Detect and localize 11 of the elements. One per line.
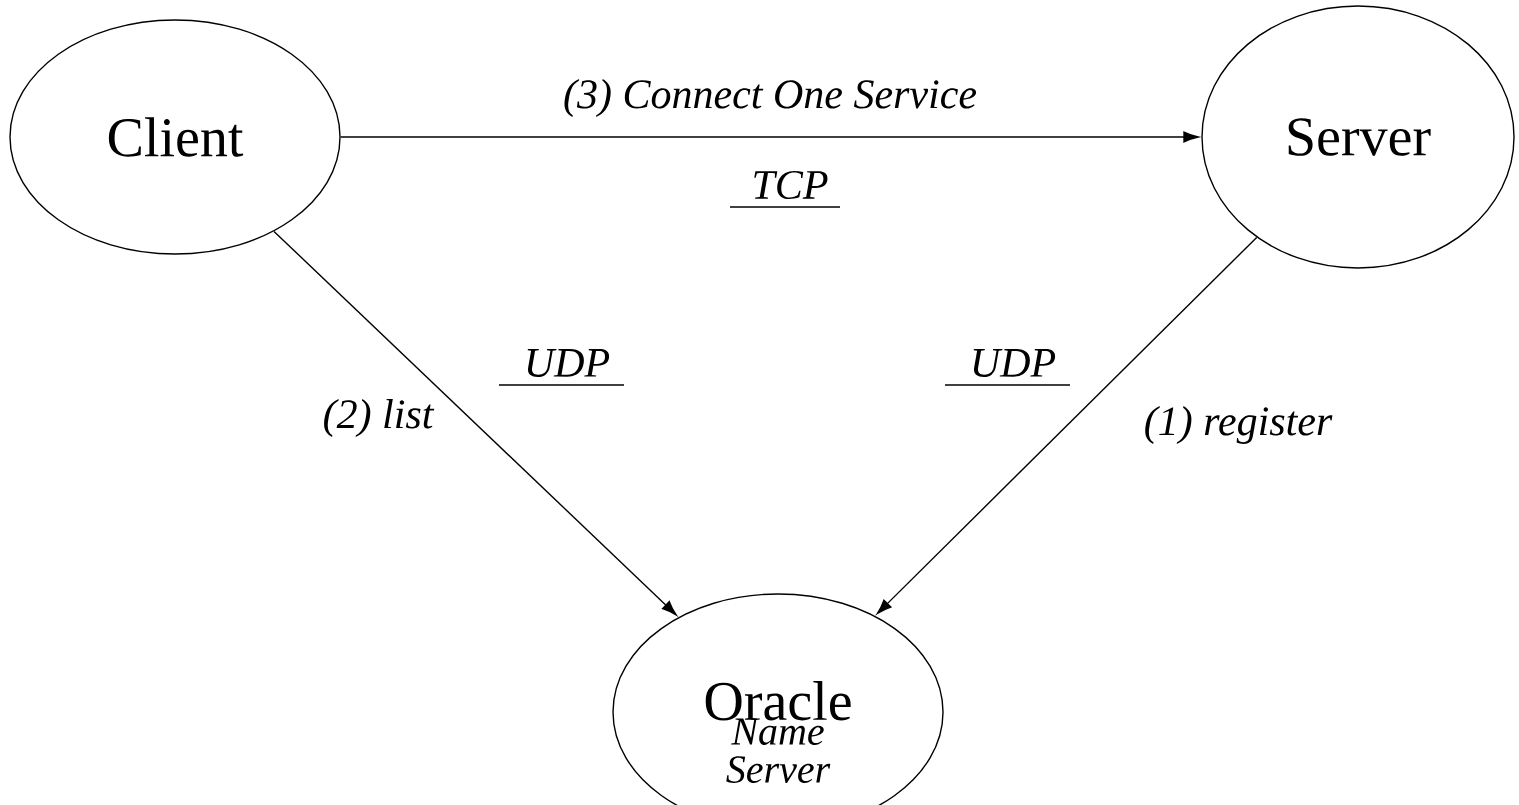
arrow — [876, 236, 1258, 615]
edge-label: (2) list — [320, 396, 436, 440]
arrow — [273, 230, 677, 616]
edge-label: (1) register — [1141, 403, 1335, 447]
arrow — [340, 131, 1199, 143]
ellipse-node: Server — [1201, 5, 1515, 269]
ellipse-node: Client — [9, 19, 341, 255]
protocol-label: TCP — [729, 170, 841, 208]
protocol-label: UDP — [498, 349, 625, 386]
edge-label: (3) Connect One Service — [561, 76, 979, 120]
protocol-label: UDP — [944, 349, 1071, 386]
